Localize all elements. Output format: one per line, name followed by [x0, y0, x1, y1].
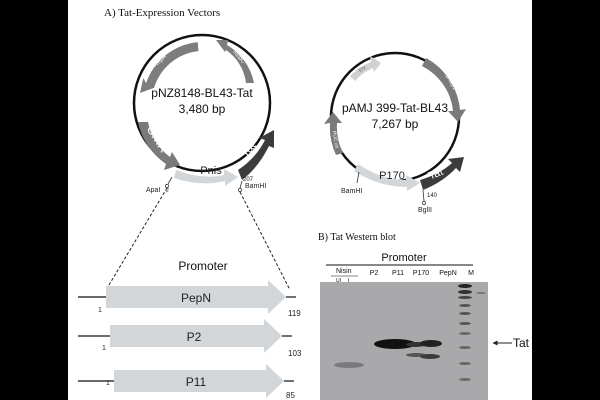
svg-text:P11: P11 [186, 375, 207, 389]
band-marker-top [458, 284, 472, 288]
blot-nisin-label: Nisin [336, 268, 352, 275]
band-p11-tat [406, 342, 426, 347]
promoter-bar-p11: P11 1 85 [78, 364, 295, 400]
plasmid-1-site-bamhi-pos: 207 [243, 177, 254, 183]
band-p2-tat [374, 339, 416, 349]
panel-b-title: B) Tat Western blot [318, 232, 396, 243]
svg-text:PepN: PepN [181, 291, 211, 305]
blot-nisin-ui: UI [336, 278, 341, 284]
band-marker-10 [459, 378, 471, 381]
blot-lane-p11: P11 [392, 270, 404, 277]
band-marker-7 [459, 332, 471, 335]
blot-lane-p2: P2 [370, 270, 379, 277]
plasmid-1-gene-cmr: CmR [138, 122, 180, 170]
plasmid-1-gene-tat: Tat [237, 130, 274, 180]
svg-text:103: 103 [288, 349, 302, 358]
plasmid-2-size: 7,267 bp [372, 117, 419, 131]
svg-text:P170: P170 [379, 170, 405, 182]
band-marker-6 [459, 322, 471, 325]
zoom-line-right [239, 191, 291, 291]
promoter-bar-p2: P2 1 103 [78, 319, 302, 358]
plasmid-1-promoter-pnis: Pnis [174, 165, 238, 186]
blot-lane-p170: P170 [413, 270, 429, 277]
blot-tat-label: Tat [513, 336, 530, 350]
plasmid-1-backbone [132, 33, 272, 173]
svg-text:P2: P2 [187, 330, 202, 344]
figure-canvas: A) Tat-Expression Vectors RepA RepC CmR … [78, 7, 530, 400]
band-marker-3 [458, 296, 472, 299]
plasmid-2-site-bglii: BglII [418, 207, 432, 214]
plasmid-2-gene-ery: Ery [350, 56, 381, 81]
svg-text:Tat: Tat [427, 166, 445, 183]
svg-text:1: 1 [98, 307, 102, 314]
band-marker-2 [458, 290, 472, 294]
svg-text:1: 1 [102, 345, 106, 352]
band-marker-8 [459, 346, 471, 349]
blot-promoter-header: Promoter [381, 252, 427, 264]
blot-lane-m: M [468, 270, 474, 277]
plasmid-1-site-bamhi: BamHI [245, 183, 266, 190]
band-marker-side [476, 292, 486, 294]
svg-text:119: 119 [288, 309, 301, 318]
promoter-title: Promoter [178, 259, 227, 273]
band-p170-lower [420, 354, 440, 359]
svg-text:1: 1 [106, 380, 110, 387]
plasmid-2-gene-tat: Tat [420, 157, 464, 190]
band-marker-4 [459, 304, 471, 307]
plasmid-1-size: 3,480 bp [179, 102, 226, 116]
promoter-bar-pepn: PepN 1 119 [78, 280, 301, 318]
svg-text:PUC ori: PUC ori [331, 131, 340, 149]
band-p170-tat [420, 340, 442, 347]
plasmid-2-map: Ery PUC ori ori pAMβ1 P170 Tat pAMJ 399-… [324, 51, 466, 214]
plasmid-1-site-apai-pos: 2 [166, 188, 169, 194]
svg-text:Pnis: Pnis [200, 165, 222, 177]
svg-text:Ery: Ery [358, 64, 368, 74]
band-p11-lower [406, 353, 426, 357]
svg-text:85: 85 [286, 391, 295, 400]
blot-nisin-i: I [348, 278, 349, 284]
band-nisin-low [334, 362, 364, 368]
band-marker-5 [459, 312, 471, 315]
blot-lane-pepn: PepN [439, 270, 457, 277]
band-marker-9 [459, 362, 471, 365]
western-blot-image [320, 282, 488, 400]
plasmid-2-promoter-p170: P170 [354, 164, 420, 191]
plasmid-2-gene-pucori: PUC ori [324, 112, 343, 155]
plasmid-2-name: pAMJ 399-Tat-BL43 [342, 101, 448, 115]
panel-a-title: A) Tat-Expression Vectors [104, 7, 220, 19]
plasmid-2-site-pos: 140 [427, 193, 438, 199]
plasmid-1-map: RepA RepC CmR Pnis Tat pNZ8148-BL43-Tat … [132, 33, 274, 194]
plasmid-1-name: pNZ8148-BL43-Tat [151, 86, 253, 100]
plasmid-2-site-bamhi: BamHI [341, 188, 362, 195]
plasmid-1-site-apai: ApaI [146, 187, 160, 194]
zoom-line-left [105, 187, 168, 291]
figure: A) Tat-Expression Vectors RepA RepC CmR … [68, 0, 532, 400]
plasmid-1-gene-repc: RepC [216, 40, 254, 83]
